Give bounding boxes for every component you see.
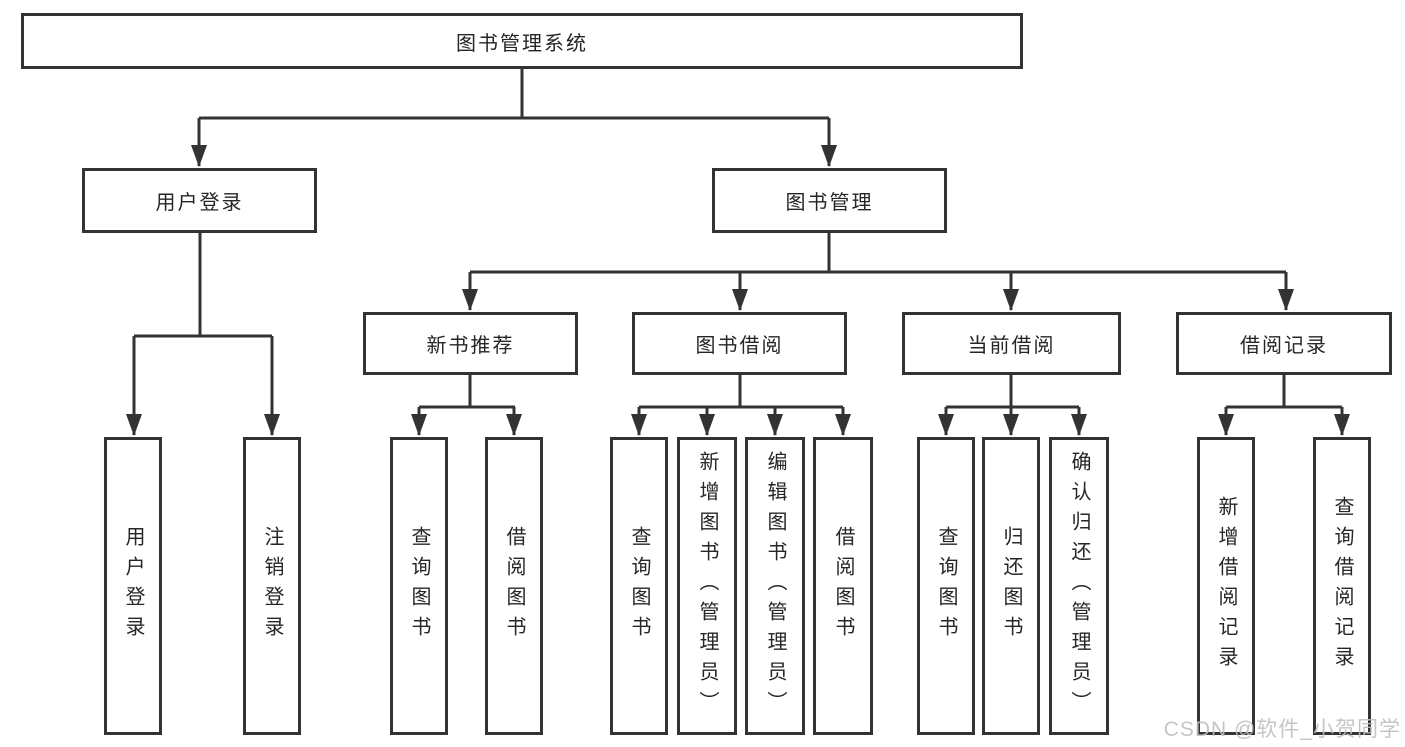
node-borrow-record: 借阅记录 (1176, 312, 1392, 375)
connector-rails (134, 68, 1342, 409)
leaf-query-book-borrow: 查询图书 (610, 437, 668, 735)
leaf-query-borrow-record: 查询借阅记录 (1313, 437, 1371, 735)
leaf-query-book-borrow-label: 查询图书 (628, 526, 650, 646)
leaf-query-book-recommend: 查询图书 (390, 437, 448, 735)
leaf-query-book-current-label: 查询图书 (935, 526, 957, 646)
leaf-borrow-book: 借阅图书 (813, 437, 873, 735)
node-new-book-recommend-label: 新书推荐 (426, 335, 515, 357)
leaf-borrow-book-label: 借阅图书 (832, 526, 854, 646)
connector-arrows (126, 118, 1350, 436)
leaf-confirm-return-admin-label: 确认归还（管理员） (1068, 451, 1090, 721)
leaf-confirm-return-admin: 确认归还（管理员） (1049, 437, 1109, 735)
leaf-query-book-current: 查询图书 (917, 437, 975, 735)
leaf-edit-book-admin-label: 编辑图书（管理员） (764, 451, 786, 721)
node-root: 图书管理系统 (21, 13, 1023, 69)
node-book-borrow-label: 图书借阅 (695, 335, 784, 357)
leaf-add-book-admin: 新增图书（管理员） (677, 437, 737, 735)
node-book-management: 图书管理 (712, 168, 947, 233)
node-new-book-recommend: 新书推荐 (363, 312, 578, 375)
leaf-add-borrow-record: 新增借阅记录 (1197, 437, 1255, 735)
leaf-logout-label: 注销登录 (261, 526, 283, 646)
leaf-borrow-book-recommend-label: 借阅图书 (503, 526, 525, 646)
node-current-borrow-label: 当前借阅 (967, 335, 1056, 357)
leaf-query-book-recommend-label: 查询图书 (408, 526, 430, 646)
leaf-borrow-book-recommend: 借阅图书 (485, 437, 543, 735)
leaf-user-login-label: 用户登录 (122, 526, 144, 646)
node-borrow-record-label: 借阅记录 (1240, 335, 1328, 357)
leaf-edit-book-admin: 编辑图书（管理员） (745, 437, 805, 735)
node-root-label: 图书管理系统 (456, 32, 588, 55)
leaf-add-book-admin-label: 新增图书（管理员） (696, 451, 718, 721)
node-user-login: 用户登录 (82, 168, 317, 233)
watermark: CSDN @软件_小贺同学 (1163, 718, 1401, 741)
leaf-return-book: 归还图书 (982, 437, 1040, 735)
node-current-borrow: 当前借阅 (902, 312, 1121, 375)
leaf-return-book-label: 归还图书 (1000, 526, 1022, 646)
leaf-user-login: 用户登录 (104, 437, 162, 735)
node-user-login-label: 用户登录 (155, 192, 244, 214)
leaf-query-borrow-record-label: 查询借阅记录 (1331, 496, 1353, 676)
node-book-management-label: 图书管理 (785, 192, 874, 214)
node-book-borrow: 图书借阅 (632, 312, 847, 375)
leaf-logout: 注销登录 (243, 437, 301, 735)
leaf-add-borrow-record-label: 新增借阅记录 (1215, 496, 1237, 676)
